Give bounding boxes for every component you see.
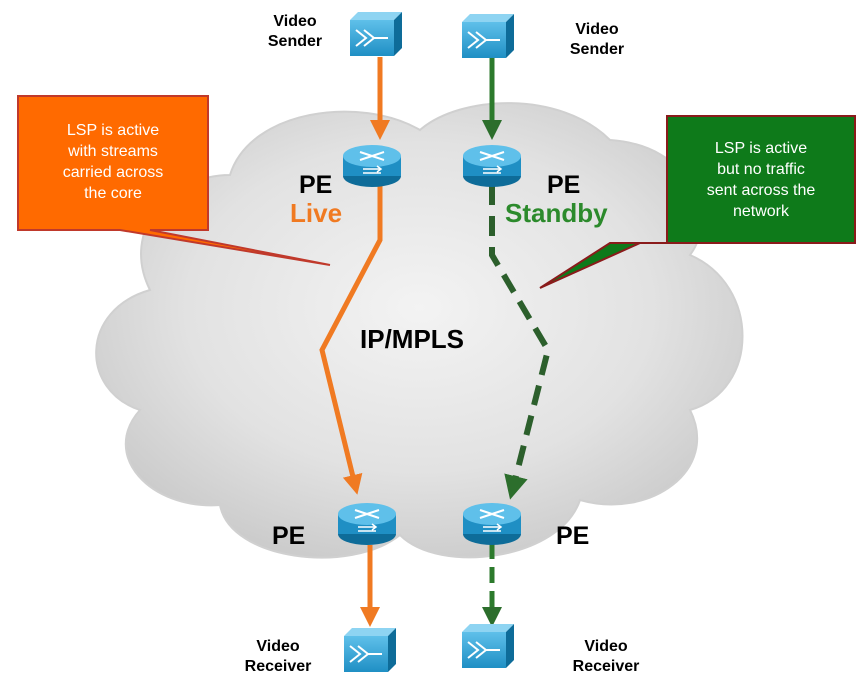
live-callout-line3: carried across [62, 164, 164, 181]
live-callout-line2: with streams [68, 143, 158, 160]
pe-label-bottom-left: PE [272, 522, 306, 550]
video-receiver-right-icon [462, 624, 514, 668]
sender-left-line1: Video [273, 13, 317, 30]
live-callout [17, 95, 331, 266]
receiver-left-line1: Video [256, 638, 300, 655]
standby-callout-line2: but no traffic [717, 161, 805, 178]
video-receiver-left-icon [344, 628, 396, 672]
receiver-label-left: Video Receiver [230, 637, 326, 677]
sender-right-line1: Video [575, 21, 619, 38]
standby-callout-line1: LSP is active [714, 140, 808, 157]
standby-callout-line3: sent across the [706, 182, 816, 199]
pe-label-top-left: PE [299, 171, 333, 199]
core-label: IP/MPLS [360, 324, 465, 354]
sender-right-line2: Sender [569, 41, 625, 58]
pe-router-top-left-icon [343, 145, 401, 187]
standby-path [482, 57, 552, 627]
video-sender-left-icon [350, 12, 402, 56]
pe-label-bottom-right: PE [556, 522, 590, 550]
receiver-right-line1: Video [584, 638, 628, 655]
video-sender-right-icon [462, 14, 514, 58]
pe-router-bottom-right-icon [463, 503, 521, 545]
sender-label-left: Video Sender [255, 12, 335, 52]
receiver-left-line2: Receiver [244, 658, 312, 675]
standby-label: Standby [505, 198, 608, 228]
pe-router-bottom-left-icon [338, 503, 396, 545]
standby-callout-line4: network [732, 203, 790, 220]
sender-left-line2: Sender [267, 33, 323, 50]
ip-mpls-cloud [95, 102, 744, 559]
live-callout-text: LSP is active with streams carried acros… [22, 120, 204, 204]
pe-router-top-right-icon [463, 145, 521, 187]
standby-callout-text: LSP is active but no traffic sent across… [670, 138, 852, 222]
live-path [319, 57, 390, 627]
live-callout-line4: the core [84, 185, 142, 202]
live-label: Live [290, 198, 343, 228]
receiver-right-line2: Receiver [572, 658, 640, 675]
pe-label-top-right: PE [547, 171, 581, 199]
receiver-label-right: Video Receiver [558, 637, 654, 677]
live-callout-line1: LSP is active [66, 122, 160, 139]
standby-callout [539, 115, 856, 289]
sender-label-right: Video Sender [557, 20, 637, 60]
